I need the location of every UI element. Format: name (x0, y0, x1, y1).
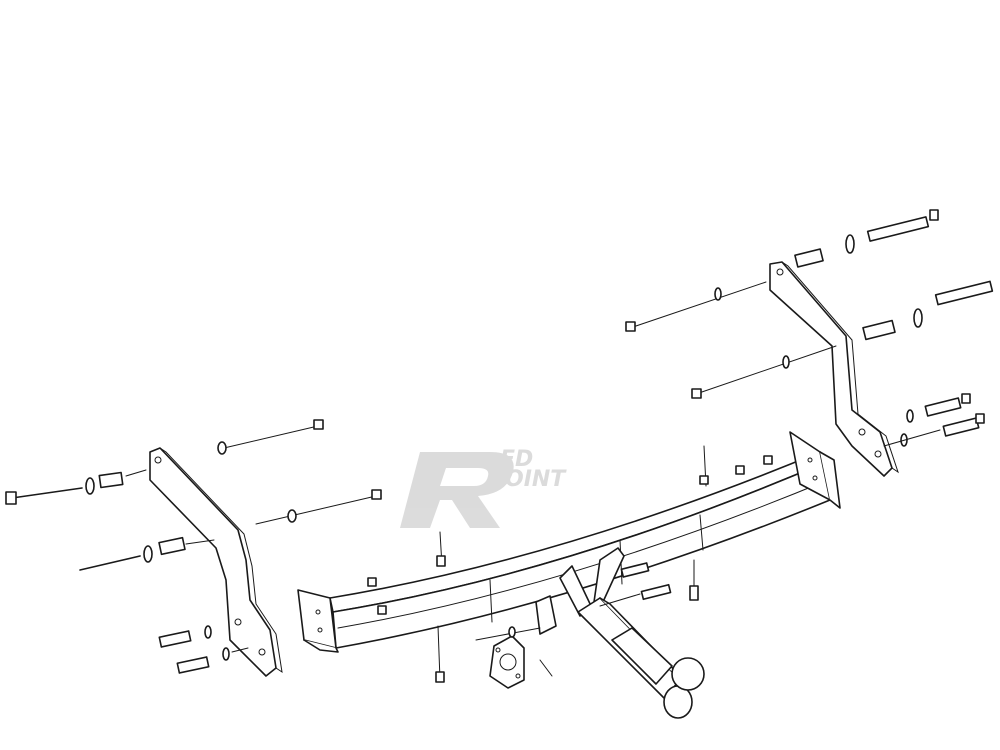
tow-neck-sleeve (611, 627, 673, 685)
right-side-bracket (769, 261, 899, 477)
tow-ball (671, 657, 705, 691)
bolt-set (5, 209, 994, 683)
beam-right-end-plate (789, 431, 841, 509)
watermark-text-top: ED (500, 447, 533, 472)
socket-mounting-plate (489, 635, 525, 689)
watermark-text-bottom: OINT (505, 467, 567, 492)
watermark-r-glyph (400, 452, 514, 528)
beam-left-end-plate (297, 589, 339, 653)
left-side-bracket (149, 447, 283, 677)
mount-bracket-right (593, 547, 625, 605)
watermark-logo: ED OINT (400, 447, 567, 528)
socket-bracket (535, 595, 557, 635)
tow-ball-collar (663, 685, 693, 719)
main-crossbar (329, 451, 831, 649)
tow-neck-assembly (559, 547, 705, 719)
